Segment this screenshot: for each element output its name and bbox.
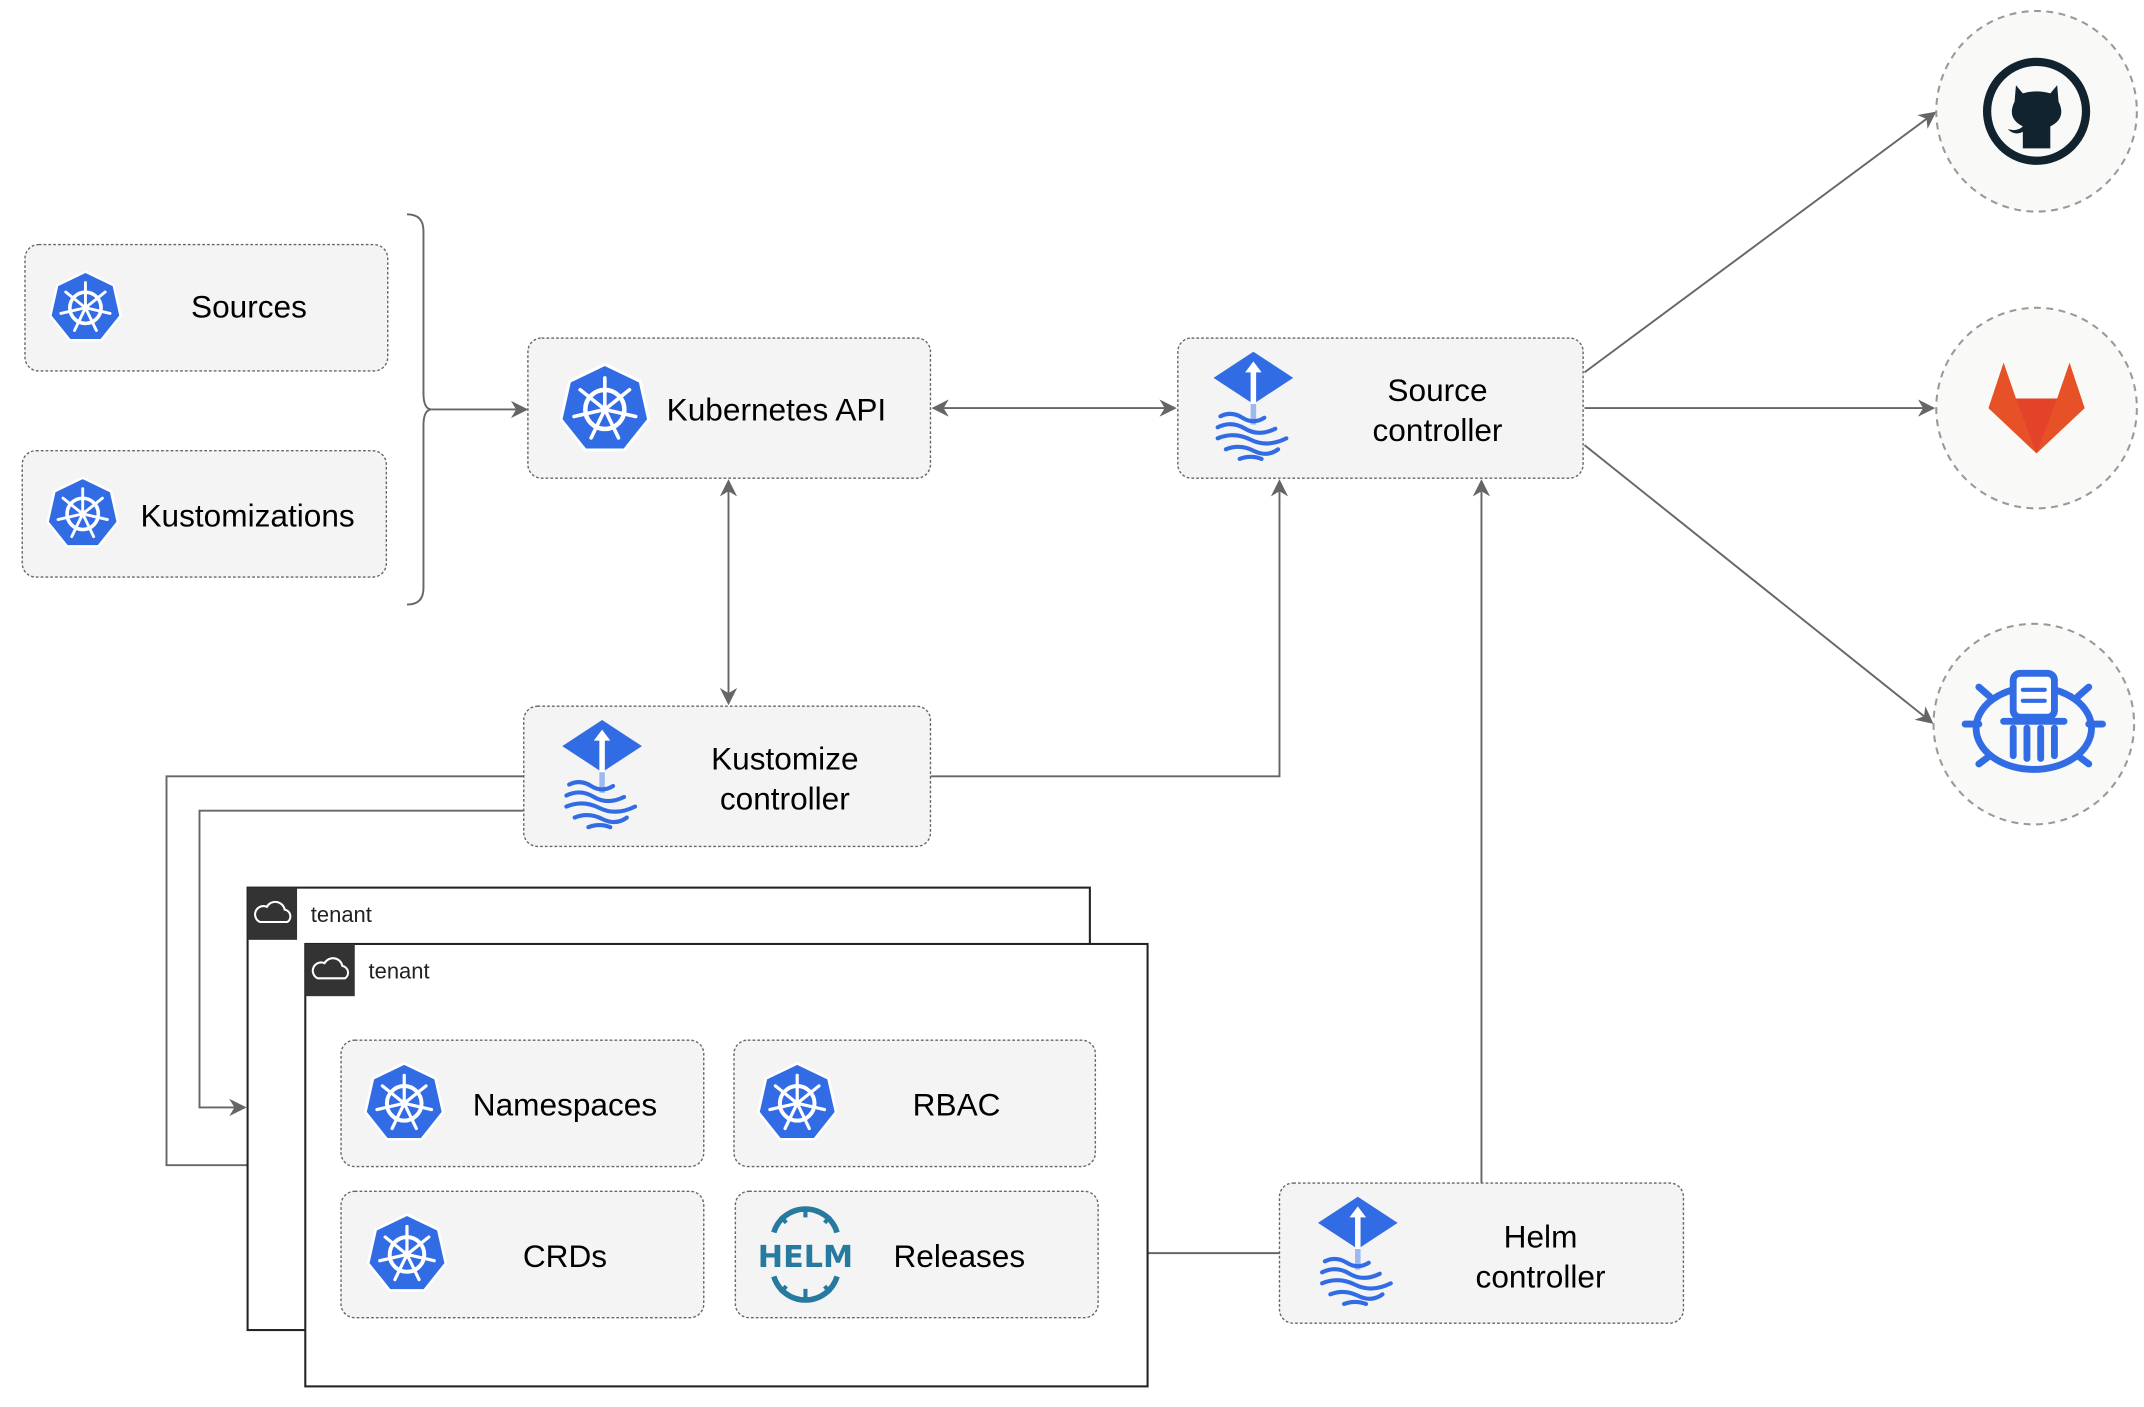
gitlab-icon — [1988, 362, 2085, 454]
cloud-icon — [254, 900, 292, 924]
helm-controller-label-1: Helm — [1504, 1219, 1578, 1255]
node-helm-controller[interactable]: Helm controller — [1278, 1182, 1685, 1324]
tenant-label: tenant — [311, 902, 372, 927]
github-icon — [1982, 57, 2091, 165]
brace — [406, 213, 432, 606]
kubernetes-api-label: Kubernetes API — [667, 391, 887, 427]
cloud-icon — [311, 957, 350, 980]
node-sources[interactable]: Sources — [24, 243, 389, 372]
sources-label: Sources — [191, 288, 307, 324]
node-releases[interactable]: HELM Releases — [734, 1190, 1099, 1319]
node-kubernetes-api[interactable]: Kubernetes API — [527, 337, 932, 479]
source-controller-label-2: controller — [1373, 412, 1503, 448]
registry-icon — [1961, 669, 2106, 773]
source-controller-label-1: Source — [1387, 372, 1487, 408]
helm-icon-text: HELM — [758, 1240, 853, 1275]
namespaces-label: Namespaces — [473, 1087, 657, 1123]
edge-source-to-github — [1583, 111, 1937, 374]
edge-kustomize-to-tenant-front — [165, 775, 524, 1174]
kustomize-controller-label-1: Kustomize — [711, 740, 858, 776]
tenant-front[interactable]: tenant Namespaces RBAC CRDs HELM — [304, 942, 1149, 1388]
github-node[interactable] — [1935, 9, 2138, 213]
node-rbac[interactable]: RBAC — [733, 1039, 1097, 1168]
helm-icon: HELM — [758, 1206, 853, 1303]
rbac-label: RBAC — [913, 1087, 1001, 1123]
edge-kustomize-to-tenant-back — [198, 809, 524, 1117]
tenant-label: tenant — [369, 958, 430, 983]
crds-label: CRDs — [523, 1238, 607, 1274]
registry-node[interactable] — [1932, 622, 2136, 826]
node-kustomizations[interactable]: Kustomizations — [21, 449, 388, 578]
releases-label: Releases — [893, 1238, 1025, 1274]
node-crds[interactable]: CRDs — [340, 1190, 705, 1319]
node-namespaces[interactable]: Namespaces — [340, 1039, 705, 1168]
node-kustomize-controller[interactable]: Kustomize controller — [523, 705, 932, 848]
edges — [165, 111, 1937, 1262]
gitlab-node[interactable] — [1935, 306, 2138, 510]
edge-source-to-registry — [1583, 444, 1934, 724]
node-source-controller[interactable]: Source controller — [1177, 337, 1584, 479]
edge-kustomize-to-source — [930, 479, 1289, 778]
kustomize-controller-label-2: controller — [720, 780, 850, 816]
kustomizations-label: Kustomizations — [140, 497, 354, 533]
helm-controller-label-2: controller — [1476, 1258, 1606, 1294]
